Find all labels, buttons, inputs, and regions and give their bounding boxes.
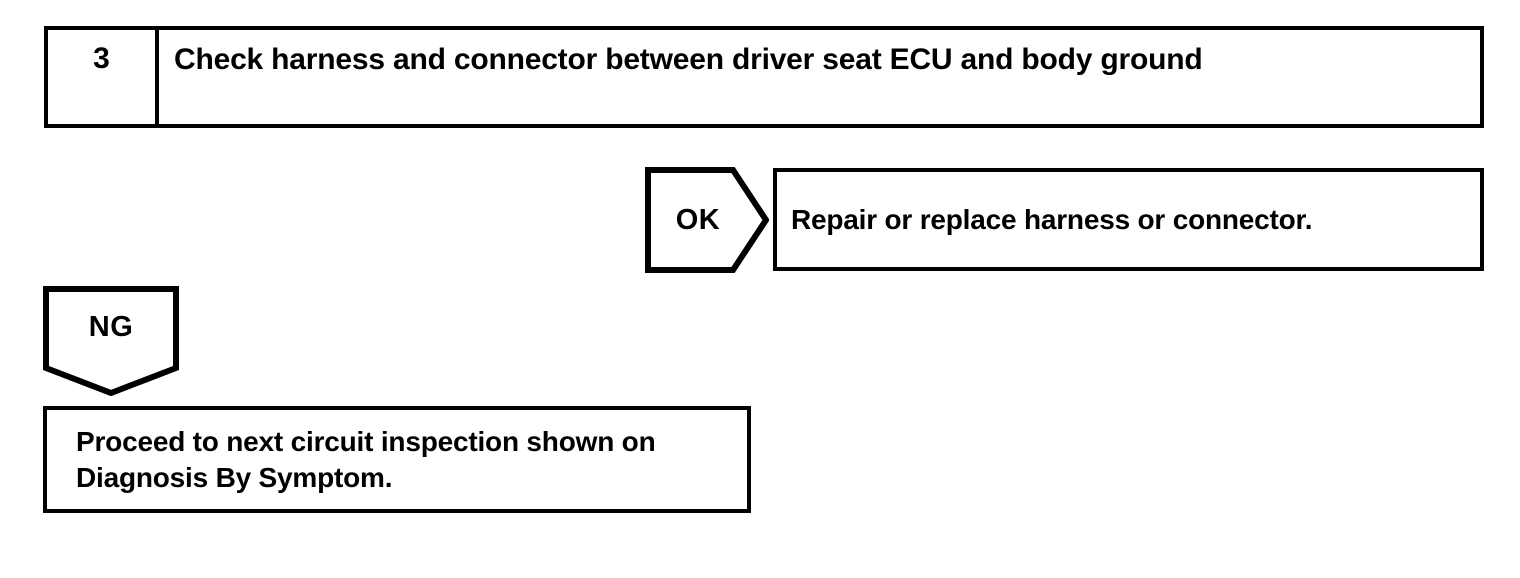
- ng-result-text-line-2: Diagnosis By Symptom.: [76, 461, 393, 493]
- ng-result-text-line-1: Proceed to next circuit inspection shown…: [76, 426, 656, 457]
- ng-branch-label: NG: [88, 310, 134, 343]
- step-header-row: 3 Check harness and connector between dr…: [44, 26, 1484, 128]
- step-title-cell: Check harness and connector between driv…: [159, 30, 1480, 124]
- ok-result-box: Repair or replace harness or connector.: [773, 168, 1484, 271]
- ok-branch-label: OK: [675, 203, 721, 236]
- ng-pentagon-shape: [43, 286, 179, 396]
- ok-pentagon-shape: [645, 167, 769, 273]
- step-number-cell: 3: [48, 30, 159, 124]
- ng-result-box: Proceed to next circuit inspection shown…: [43, 406, 751, 513]
- step-number: 3: [93, 42, 110, 75]
- step-title: Check harness and connector between driv…: [174, 43, 1203, 76]
- ok-result-text: Repair or replace harness or connector.: [791, 203, 1313, 235]
